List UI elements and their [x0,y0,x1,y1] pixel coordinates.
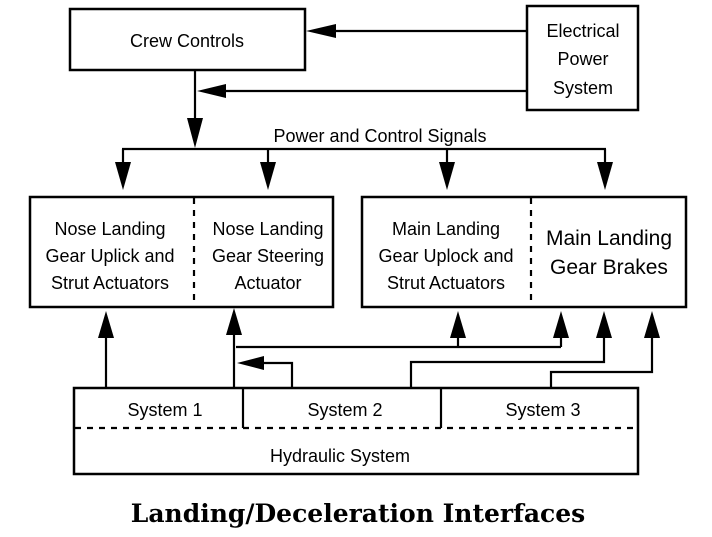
diagram-title: Landing/Deceleration Interfaces [131,499,585,528]
system-1-label: System 1 [127,400,202,420]
main-brakes-line1: Main Landing [546,227,672,250]
system-3-label: System 3 [505,400,580,420]
arrowhead [450,311,466,338]
arrowhead [439,162,455,190]
crew-controls-box [68,7,307,72]
electrical-power-label-line1: Electrical [546,21,619,41]
arrowhead [98,311,114,338]
bus-label: Power and Control Signals [273,126,486,146]
arrowhead [644,311,660,338]
arrowhead [597,162,613,190]
arrowhead [187,118,203,148]
power-control-bus [115,147,613,190]
nose-gear-node: Nose Landing Gear Uplick and Strut Actua… [28,195,335,309]
crew-controls-node: Crew Controls [68,7,307,72]
hydraulic-node: System 1 System 2 System 3 Hydraulic Sys… [72,386,640,476]
nose-uplock-line1: Nose Landing [54,219,165,239]
main-uplock-line2: Gear Uplock and [378,246,513,266]
nose-uplock-line2: Gear Uplick and [45,246,174,266]
main-gear-box [360,195,688,309]
nose-steering-line1: Nose Landing [212,219,323,239]
main-brakes-line2: Gear Brakes [550,256,668,279]
system-2-label: System 2 [307,400,382,420]
arrowhead [226,308,242,335]
hydraulic-supply-lines [98,308,660,388]
electrical-power-box [525,4,640,112]
arrowhead [237,356,264,370]
main-uplock-line3: Strut Actuators [387,273,505,293]
nose-steering-line2: Gear Steering [212,246,324,266]
arrowhead [115,162,131,190]
arrowhead [553,311,569,338]
hydraulic-label: Hydraulic System [270,446,410,466]
arrowhead [596,311,612,338]
hydraulic-box [72,386,640,476]
nose-uplock-line3: Strut Actuators [51,273,169,293]
electrical-power-label-line3: System [553,78,613,98]
nose-gear-box [28,195,335,309]
crew-controls-label: Crew Controls [130,31,244,51]
main-uplock-line1: Main Landing [392,219,500,239]
electrical-power-label-line2: Power [557,49,608,69]
arrowhead [306,24,336,38]
edge-crew-to-bus [187,70,203,148]
electrical-power-node: Electrical Power System [525,4,640,112]
main-gear-node: Main Landing Gear Uplock and Strut Actua… [360,195,688,309]
arrowhead [197,84,226,98]
arrowhead [260,162,276,190]
nose-steering-line3: Actuator [234,273,301,293]
edge-eps-to-crew [306,24,527,38]
edge-eps-to-bus [197,84,527,98]
